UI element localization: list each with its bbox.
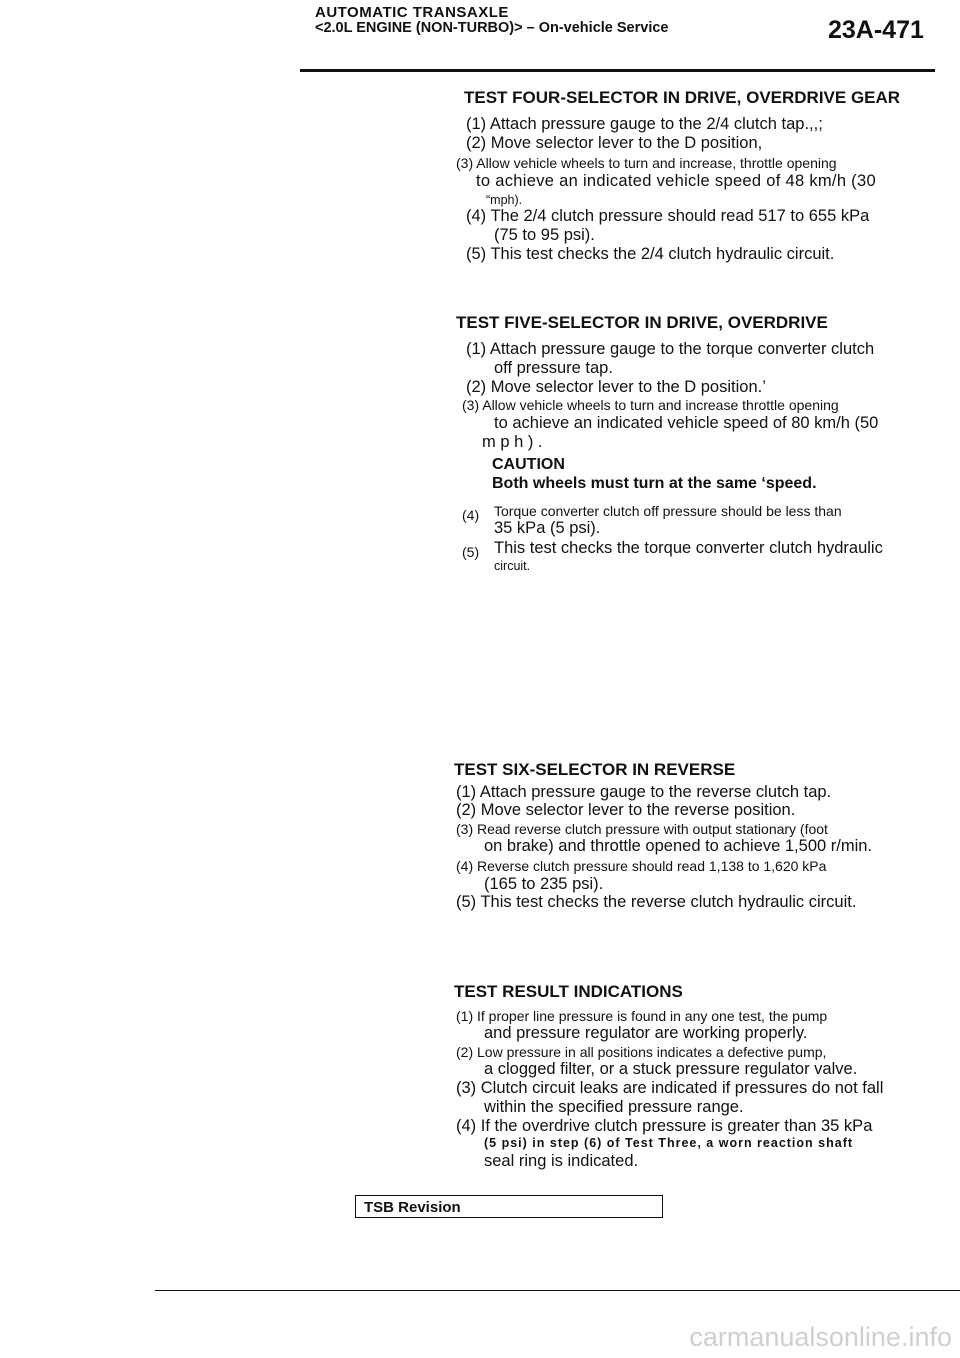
results-item4: (4) If the overdrive clutch pressure is … xyxy=(456,1117,873,1135)
section-title: AUTOMATIC TRANSAXLE xyxy=(315,4,509,21)
test6-step5: (5) This test checks the reverse clutch … xyxy=(456,893,857,911)
tsb-revision-box: TSB Revision xyxy=(355,1195,663,1218)
section-subtitle: <2.0L ENGINE (NON-TURBO)> – On-vehicle S… xyxy=(315,20,669,36)
test5-step1b: off pressure tap. xyxy=(494,359,613,377)
test5-step3b: to achieve an indicated vehicle speed of… xyxy=(494,414,879,432)
test4-step3: (3) Allow vehicle wheels to turn and inc… xyxy=(456,155,837,171)
caution-text: Both wheels must turn at the same ‘speed… xyxy=(492,475,817,492)
test4-step1: (1) Attach pressure gauge to the 2/4 clu… xyxy=(466,115,823,133)
results-title: TEST RESULT INDICATIONS xyxy=(454,982,683,1001)
test4-title: TEST FOUR-SELECTOR IN DRIVE, OVERDRIVE G… xyxy=(464,88,901,107)
test5-step4: Torque converter clutch off pressure sho… xyxy=(494,503,842,519)
results-item2b: a clogged filter, or a stuck pressure re… xyxy=(484,1060,858,1078)
test4-step2: (2) Move selector lever to the D positio… xyxy=(466,134,763,152)
footer-rule xyxy=(155,1290,960,1291)
caution-heading: CAUTION xyxy=(492,456,565,473)
test6-step3: (3) Read reverse clutch pressure with ou… xyxy=(456,821,828,837)
test6-step1: (1) Attach pressure gauge to the reverse… xyxy=(456,783,832,801)
results-item3: (3) Clutch circuit leaks are indicated i… xyxy=(456,1079,884,1097)
results-item4b: (5 psi) in step (6) of Test Three, a wor… xyxy=(484,1136,854,1150)
test5-step2: (2) Move selector lever to the D positio… xyxy=(466,378,766,396)
test6-step3b: on brake) and throttle opened to achieve… xyxy=(484,837,872,855)
results-item1b: and pressure regulator are working prope… xyxy=(484,1024,808,1042)
test5-step3c: m p h ) . xyxy=(482,433,543,451)
watermark: carmanualsonline.info xyxy=(689,1322,952,1352)
test6-step2: (2) Move selector lever to the reverse p… xyxy=(456,801,796,819)
results-item1: (1) If proper line pressure is found in … xyxy=(456,1008,828,1024)
test4-step5: (5) This test checks the 2/4 clutch hydr… xyxy=(466,245,835,263)
test5-title: TEST FIVE-SELECTOR IN DRIVE, OVERDRIVE xyxy=(456,313,828,332)
test6-step4: (4) Reverse clutch pressure should read … xyxy=(456,858,827,874)
test5-step4b: 35 kPa (5 psi). xyxy=(494,519,601,537)
test6-step4b: (165 to 235 psi). xyxy=(484,875,604,893)
test4-step3b: to achieve an indicated vehicle speed of… xyxy=(476,172,876,190)
results-item3b: within the specified pressure range. xyxy=(484,1098,744,1116)
results-item4c: seal ring is indicated. xyxy=(484,1152,639,1170)
header-rule xyxy=(300,69,935,72)
test5-step3: (3) Allow vehicle wheels to turn and inc… xyxy=(462,397,839,413)
test4-step3c: “mph). xyxy=(486,193,523,207)
test5-step4-number: (4) xyxy=(462,507,480,523)
test5-step5: This test checks the torque converter cl… xyxy=(494,539,883,557)
test5-step5b: circuit. xyxy=(494,559,531,573)
test4-step4b: (75 to 95 psi). xyxy=(494,226,595,244)
test5-step1: (1) Attach pressure gauge to the torque … xyxy=(466,340,875,358)
page-number: 23A-471 xyxy=(828,16,924,44)
test6-title: TEST SIX-SELECTOR IN REVERSE xyxy=(454,760,736,779)
test5-step5-number: (5) xyxy=(462,544,480,560)
test4-step4: (4) The 2/4 clutch pressure should read … xyxy=(466,207,870,225)
results-item2: (2) Low pressure in all positions indica… xyxy=(456,1044,827,1060)
